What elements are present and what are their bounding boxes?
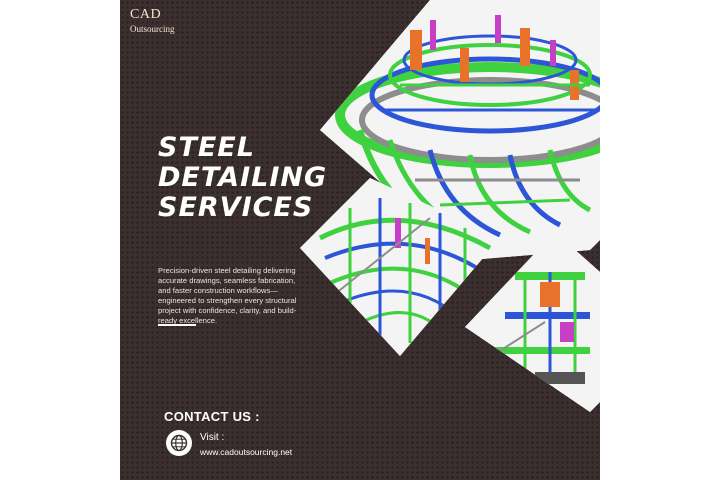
title-line-1: STEEL: [158, 132, 255, 163]
globe-icon: [166, 430, 192, 456]
description-divider: [158, 324, 196, 326]
brand-line-1: CAD: [130, 7, 162, 22]
title-line-3: SERVICES: [158, 192, 314, 223]
steel-model-image-bottom: [465, 232, 600, 412]
poster: CAD Outsourcing STEEL DETAILING SERVICES…: [120, 0, 600, 480]
website-link[interactable]: www.cadoutsourcing.net: [200, 447, 293, 457]
brand-line-2: Outsourcing: [130, 23, 175, 34]
page-title: STEEL DETAILING SERVICES: [158, 133, 327, 223]
visit-label: Visit :: [200, 432, 225, 443]
brand-logo: CAD Outsourcing: [130, 7, 175, 34]
steel-model-image-large: [320, 0, 600, 260]
contact-heading: CONTACT US :: [164, 409, 260, 424]
title-line-2: DETAILING: [158, 162, 328, 193]
description-text: Precision-driven steel detailing deliver…: [158, 266, 297, 325]
